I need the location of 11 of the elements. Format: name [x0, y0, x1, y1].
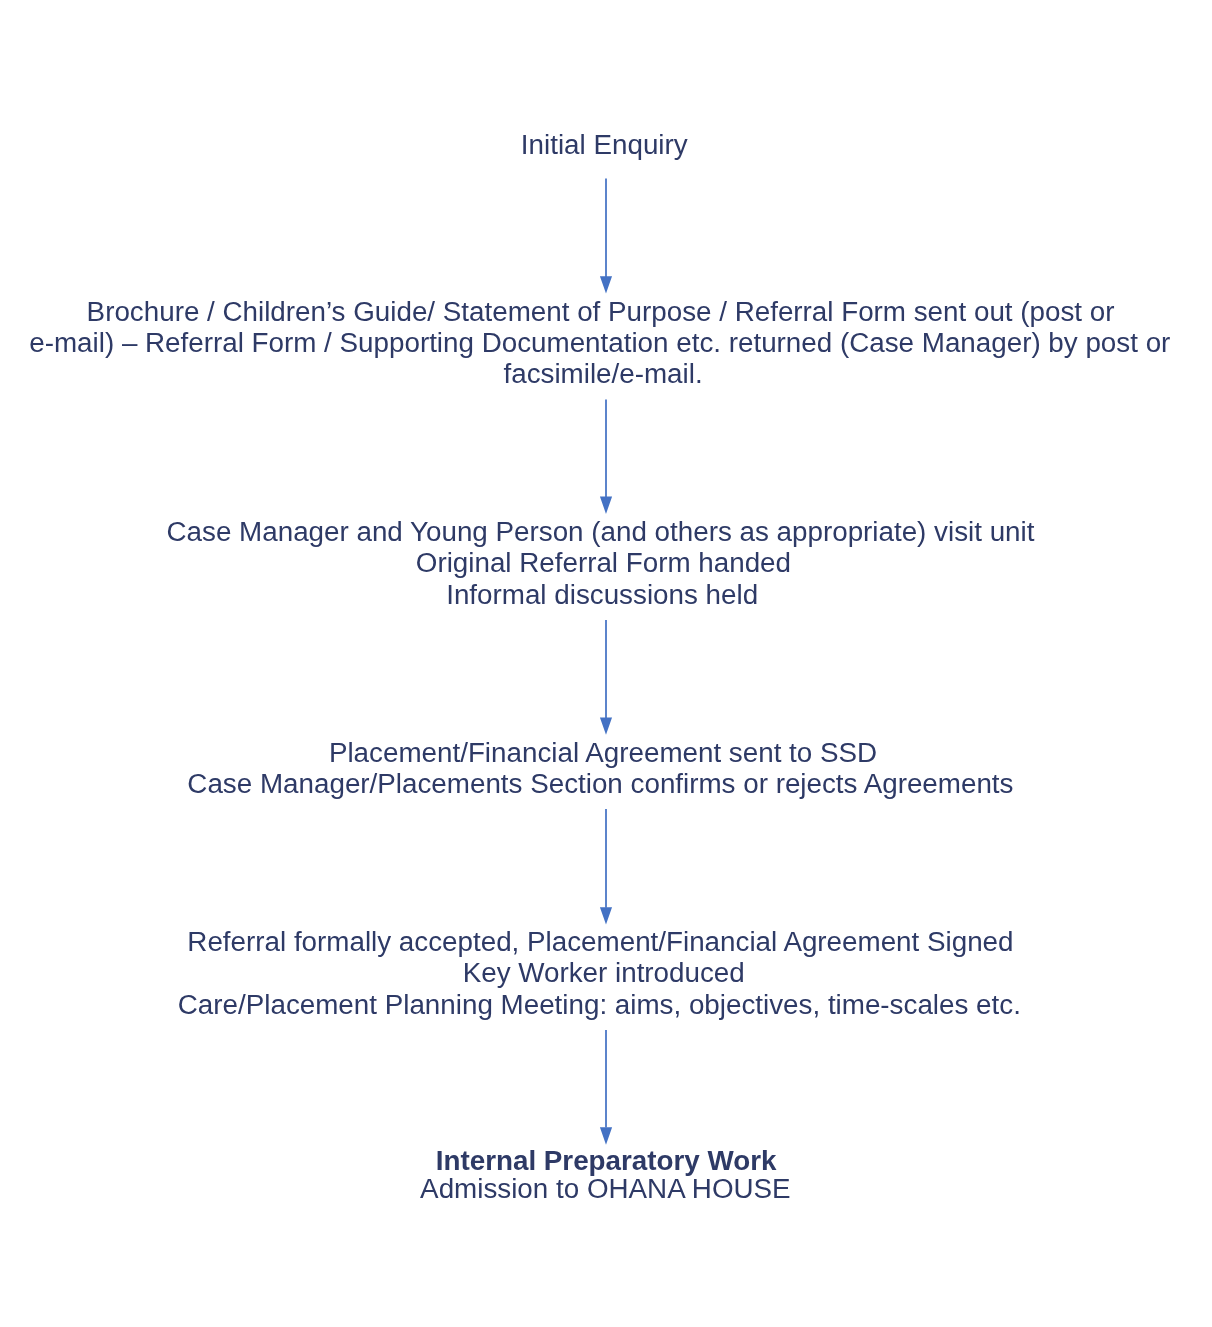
- node-text: Internal Preparatory Work Admission to OHANA HOUSE: [420, 1144, 791, 1204]
- node-text: Case Manager and Young Person (and others as appropriate) visit unit Original Referral Form handed Informal discussions held: [166, 515, 1035, 610]
- arrow: [599, 398, 613, 514]
- node-text: Brochure / Children’s Guide/ Statement of Purpose / Referral Form sent out (post or e-mail) – Referral Form / Supporting Documentation etc. returned (Case Manager) by post or facsimile/e-mail.: [29, 295, 1171, 389]
- node-text: Referral formally accepted, Placement/Financial Agreement Signed Key Worker introduced Care/Placement Planning Meeting: aims, objectives, time-scales etc.: [177, 925, 1021, 1020]
- arrow: [599, 618, 613, 735]
- node-text: Placement/Financial Agreement sent to SSD Case Manager/Placements Section confirms or rejects Agreements: [187, 736, 1014, 799]
- arrow: [599, 177, 613, 294]
- arrow: [599, 1028, 613, 1145]
- arrow: [599, 807, 613, 925]
- node-text: Initial Enquiry: [520, 128, 688, 160]
